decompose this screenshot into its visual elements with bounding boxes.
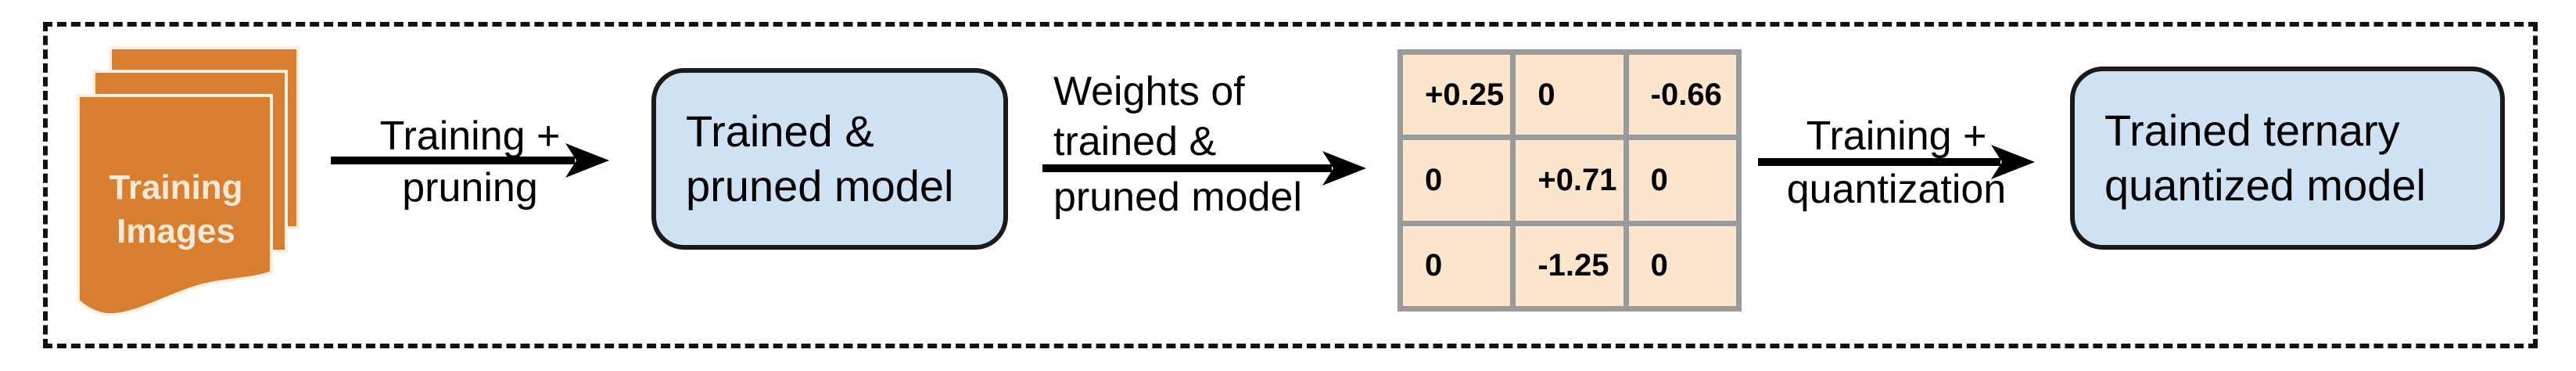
trained-ternary-quantized-model-box: Trained ternary quantized model — [2070, 67, 2505, 250]
dashed-frame — [43, 22, 2538, 348]
arrow2-label-top: Weights of trained & — [1053, 67, 1245, 167]
matrix-cell-r2c1: -1.25 — [1516, 225, 1623, 306]
matrix-cell-r0c0: +0.25 — [1403, 55, 1511, 135]
training-images-label: Training Images — [78, 166, 274, 254]
stack-page-front — [77, 94, 273, 317]
matrix-cell-r2c0: 0 — [1403, 225, 1511, 306]
matrix-cell-r1c1: +0.71 — [1516, 140, 1623, 221]
arrow3-label-top: Training + — [1806, 113, 1987, 159]
arrow2-label-top-line2: trained & — [1053, 119, 1217, 164]
arrow2-label-bottom: pruned model — [1053, 175, 1302, 220]
trained-ternary-model-line2: quantized model — [2104, 160, 2426, 210]
matrix-cell-r0c2: -0.66 — [1628, 55, 1736, 135]
arrow3-right-arrow-icon — [1758, 145, 2035, 179]
arrow1-right-arrow-icon — [331, 143, 609, 178]
trained-ternary-model-line1: Trained ternary — [2104, 106, 2400, 155]
trained-pruned-model-box: Trained & pruned model — [651, 68, 1008, 250]
trained-pruned-model-line1: Trained & — [686, 106, 874, 156]
matrix-cell-r1c2: 0 — [1628, 140, 1736, 221]
training-images-label-line1: Training — [109, 168, 243, 207]
arrow2-right-arrow-icon — [1042, 151, 1366, 186]
arrow2-label-top-line1: Weights of — [1053, 69, 1245, 114]
arrow1-label-bottom: pruning — [402, 165, 538, 211]
matrix-cell-r1c0: 0 — [1403, 140, 1511, 221]
arrow3-label-bottom: quantization — [1786, 167, 2007, 212]
training-images-label-line2: Images — [117, 212, 235, 250]
arrow1-label-top: Training + — [379, 113, 561, 159]
training-images-stack-icon — [77, 46, 300, 317]
matrix-cell-r0c1: 0 — [1516, 55, 1623, 135]
matrix-cell-r2c2: 0 — [1628, 225, 1736, 306]
trained-pruned-model-line2: pruned model — [686, 161, 954, 211]
weight-matrix: +0.25 0 -0.66 0 +0.71 0 0 -1.25 0 — [1397, 49, 1742, 312]
